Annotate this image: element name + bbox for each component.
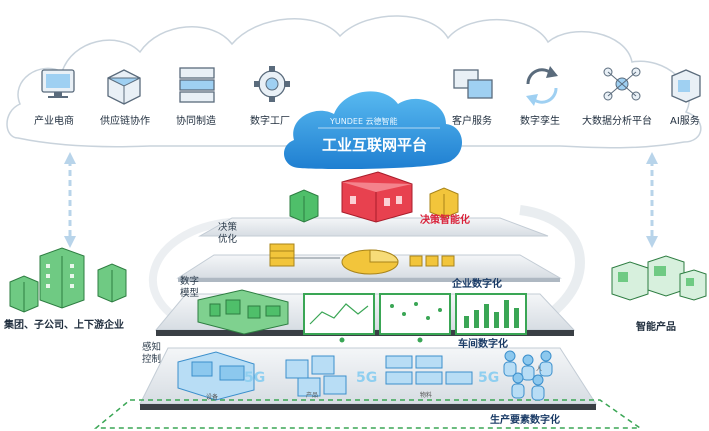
product-boxes-icon bbox=[285, 355, 347, 397]
product-caption: 产品 bbox=[306, 392, 319, 399]
brand-logo-text: YUNDEE 云德智能 bbox=[330, 117, 398, 126]
yellow-server-icon bbox=[269, 243, 295, 267]
platform-title: 工业互联网平台 bbox=[322, 136, 428, 154]
side-label-sensing: 感知控制 bbox=[142, 342, 162, 365]
people-icon bbox=[503, 350, 553, 401]
layer-tag-workshop: 车间数字化 bbox=[458, 339, 508, 350]
service-label: 协同制造 bbox=[176, 116, 216, 127]
pie-chart-icon bbox=[341, 249, 399, 275]
right-group-label: 智能产品 bbox=[636, 322, 676, 333]
material-caption: 物料 bbox=[420, 392, 433, 399]
dashboard-panel-2 bbox=[379, 293, 451, 335]
enterprise-buildings-icon bbox=[9, 247, 127, 313]
network-5g-label: 5G bbox=[478, 370, 500, 386]
server-stack-icon bbox=[179, 67, 215, 103]
side-label-decision: 决策优化 bbox=[218, 222, 238, 245]
network-5g-label: 5G bbox=[356, 370, 378, 386]
equipment-icon bbox=[177, 351, 255, 401]
twin-arrows-icon bbox=[526, 66, 558, 106]
yellow-blocks-icon bbox=[409, 255, 455, 267]
service-label: 客户服务 bbox=[452, 116, 492, 127]
service-label: 产业电商 bbox=[34, 116, 74, 127]
service-label: 数字工厂 bbox=[250, 116, 290, 127]
customer-service-icon bbox=[453, 69, 493, 99]
service-label: AI服务 bbox=[670, 116, 700, 127]
network-5g-label: 5G bbox=[244, 370, 266, 386]
gear-icon bbox=[254, 66, 290, 102]
yellow-building-icon bbox=[429, 187, 459, 219]
dashboard-panel-3 bbox=[455, 293, 527, 335]
service-label: 供应链协作 bbox=[100, 116, 150, 127]
service-label: 大数据分析平台 bbox=[582, 116, 652, 127]
network-nodes-icon bbox=[603, 67, 641, 101]
person-caption: 人 bbox=[536, 366, 543, 373]
monitor-icon bbox=[41, 69, 75, 98]
ai-icon bbox=[671, 69, 701, 103]
green-building-icon bbox=[289, 189, 319, 223]
equipment-caption: 设备 bbox=[206, 394, 219, 401]
layer-tag-elements: 生产要素数字化 bbox=[490, 415, 560, 426]
smart-product-icon bbox=[611, 255, 707, 301]
service-label: 数字孪生 bbox=[520, 116, 560, 127]
factory-model-icon bbox=[197, 289, 289, 335]
decision-building-icon bbox=[341, 171, 413, 223]
left-group-label: 集团、子公司、上下游企业 bbox=[4, 320, 124, 331]
platform-cloud bbox=[283, 91, 463, 170]
layer-tag-enterprise: 企业数字化 bbox=[452, 279, 502, 290]
side-label-model: 数字模型 bbox=[180, 276, 200, 299]
material-racks-icon bbox=[385, 355, 473, 385]
supply-chain-icon bbox=[107, 69, 141, 105]
layer-tag-decision: 决策智能化 bbox=[420, 215, 470, 226]
dashboard-panel-1 bbox=[303, 293, 375, 335]
outer-cloud-outline bbox=[6, 15, 702, 149]
layer-decision bbox=[198, 217, 549, 237]
